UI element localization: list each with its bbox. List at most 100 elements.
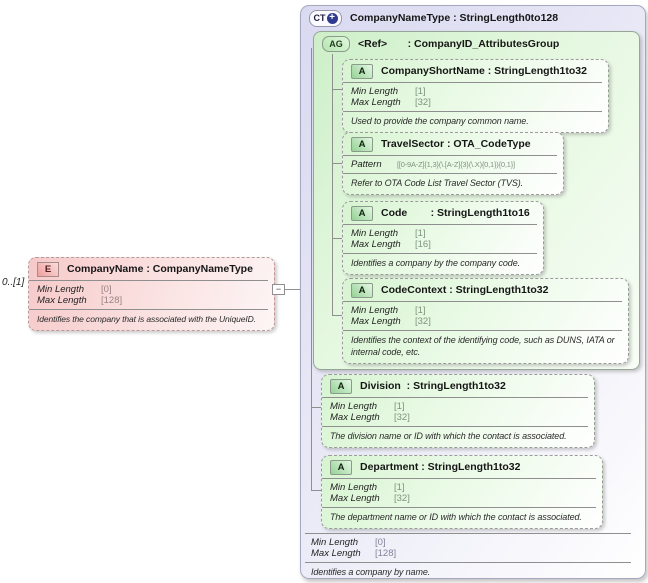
attribute-title: Division : StringLength1to32: [360, 380, 506, 392]
attribute-facets: Min Length [1] Max Length [32]: [343, 301, 622, 331]
facet-label: Min Length: [330, 401, 378, 412]
facet-value: [32]: [394, 493, 410, 504]
complextype-facets: Min Length [0] Max Length [128]: [305, 533, 631, 563]
facet-row: Max Length [32]: [351, 316, 614, 327]
attribute-facets: Pattern [[0-9A-Z]{1,3}(\.[A-Z]{3}(\.X){0…: [343, 155, 557, 174]
connector-line: [332, 163, 342, 164]
complextype-title: CompanyNameType : StringLength0to128: [350, 12, 559, 24]
attribute-facets: Min Length [1] Max Length [32]: [322, 397, 588, 427]
facet-row: Max Length [128]: [311, 548, 623, 559]
attribute-title-row: A CompanyShortName : StringLength1to32: [343, 60, 608, 82]
facet-row: Min Length [0]: [311, 537, 623, 548]
attribute-description: Used to provide the company common name.: [351, 116, 529, 126]
complextype-box-companynametype[interactable]: CT + CompanyNameType : StringLength0to12…: [300, 5, 646, 579]
attribute-description: The division name or ID with which the c…: [330, 431, 567, 441]
attribute-title: TravelSector : OTA_CodeType: [381, 138, 531, 150]
attribute-facets: Min Length [1] Max Length [32]: [343, 82, 602, 112]
ct-icon-label: CT: [313, 13, 326, 23]
attribute-icon: A: [351, 283, 373, 298]
facet-row: Max Length [32]: [351, 97, 594, 108]
connector-line: [285, 289, 300, 290]
minus-icon: −: [275, 284, 282, 294]
attribute-box-code[interactable]: A Code : StringLength1to16 Min Length [1…: [342, 201, 544, 275]
facet-value: [1]: [394, 482, 405, 493]
attribute-description: Identifies the context of the identifyin…: [351, 335, 615, 357]
attribute-description: The department name or ID with which the…: [330, 512, 582, 522]
attribute-title-row: A Department : StringLength1to32: [322, 456, 602, 478]
complextype-description: Identifies a company by name.: [311, 567, 431, 577]
facet-label: Max Length: [351, 97, 401, 108]
facet-row: Max Length [128]: [37, 295, 260, 306]
facet-value: [128]: [101, 295, 123, 306]
connector-line: [332, 315, 342, 316]
facet-row: Min Length [1]: [351, 305, 614, 316]
facet-label: Max Length: [330, 493, 380, 504]
facet-label: Min Length: [351, 86, 399, 97]
facet-label: Max Length: [351, 316, 401, 327]
facet-label: Min Length: [351, 305, 399, 316]
attributegroup-box-companyid[interactable]: AG <Ref> : CompanyID_AttributesGroup A C…: [313, 31, 640, 370]
complextype-footer: Min Length [0] Max Length [128] Identifi…: [305, 533, 631, 583]
facet-row: Min Length [1]: [330, 482, 588, 493]
facet-label: Min Length: [311, 537, 359, 548]
element-title: CompanyName : CompanyNameType: [67, 263, 253, 275]
attributegroup-icon: AG: [322, 36, 350, 52]
attribute-title-row: A Code : StringLength1to16: [343, 202, 543, 224]
attribute-icon: A: [330, 460, 352, 475]
facet-value: [32]: [394, 412, 410, 423]
element-title-row: E CompanyName : CompanyNameType: [29, 258, 274, 280]
facet-label: Max Length: [311, 548, 361, 559]
attribute-icon: A: [330, 379, 352, 394]
attribute-facets: Min Length [1] Max Length [16]: [343, 224, 537, 254]
connector-line: [311, 48, 312, 491]
facet-value: [1]: [415, 305, 426, 316]
attribute-box-division[interactable]: A Division : StringLength1to32 Min Lengt…: [321, 374, 595, 448]
facet-value: [0]: [375, 537, 386, 548]
plus-icon: +: [326, 13, 338, 24]
complextype-title-row: CT + CompanyNameType : StringLength0to12…: [301, 6, 645, 30]
facet-value: [128]: [375, 548, 397, 559]
facet-row: Min Length [1]: [351, 86, 594, 97]
connector-line: [332, 89, 342, 90]
facet-value: [32]: [415, 316, 431, 327]
attributegroup-title-row: AG <Ref> : CompanyID_AttributesGroup: [314, 32, 639, 55]
facet-row: Max Length [32]: [330, 412, 580, 423]
facet-row: Min Length [1]: [351, 228, 529, 239]
attribute-title: CodeContext : StringLength1to32: [381, 284, 549, 296]
attributegroup-title: <Ref> : CompanyID_AttributesGroup: [358, 37, 560, 50]
attribute-box-codecontext[interactable]: A CodeContext : StringLength1to32 Min Le…: [342, 278, 629, 364]
facet-label: Max Length: [37, 295, 87, 306]
facet-label: Min Length: [330, 482, 378, 493]
facet-value: [[0-9A-Z]{1,3}(\.[A-Z]{3}(\.X){0,1}){0,1…: [397, 160, 515, 169]
facet-label: Max Length: [351, 239, 401, 250]
attribute-icon: A: [351, 137, 373, 152]
attribute-icon: A: [351, 206, 373, 221]
attribute-box-travelsector[interactable]: A TravelSector : OTA_CodeType Pattern [[…: [342, 132, 564, 195]
facet-value: [16]: [415, 239, 431, 250]
attribute-title: Code : StringLength1to16: [381, 207, 530, 219]
facet-row: Max Length [32]: [330, 493, 588, 504]
complextype-icon: CT +: [309, 10, 342, 27]
attribute-description: Identifies a company by the company code…: [351, 258, 521, 268]
facet-row: Min Length [1]: [330, 401, 580, 412]
facet-value: [1]: [394, 401, 405, 412]
connector-line: [311, 407, 321, 408]
facet-value: [0]: [101, 284, 112, 295]
cardinality-label: 0..[1]: [2, 277, 25, 288]
facet-value: [1]: [415, 228, 426, 239]
element-box-companyname[interactable]: E CompanyName : CompanyNameType Min Leng…: [28, 257, 275, 331]
attribute-box-companyshortname[interactable]: A CompanyShortName : StringLength1to32 M…: [342, 59, 609, 133]
attribute-title: CompanyShortName : StringLength1to32: [381, 65, 587, 77]
facet-label: Pattern: [351, 159, 382, 170]
collapse-toggle[interactable]: −: [272, 284, 285, 295]
facet-row: Max Length [16]: [351, 239, 529, 250]
attribute-icon: A: [351, 64, 373, 79]
facet-value: [32]: [415, 97, 431, 108]
facet-value: [1]: [415, 86, 426, 97]
facet-label: Min Length: [351, 228, 399, 239]
attribute-box-department[interactable]: A Department : StringLength1to32 Min Len…: [321, 455, 603, 529]
element-icon: E: [37, 262, 59, 277]
facet-label: Min Length: [37, 284, 85, 295]
attribute-title: Department : StringLength1to32: [360, 461, 521, 473]
